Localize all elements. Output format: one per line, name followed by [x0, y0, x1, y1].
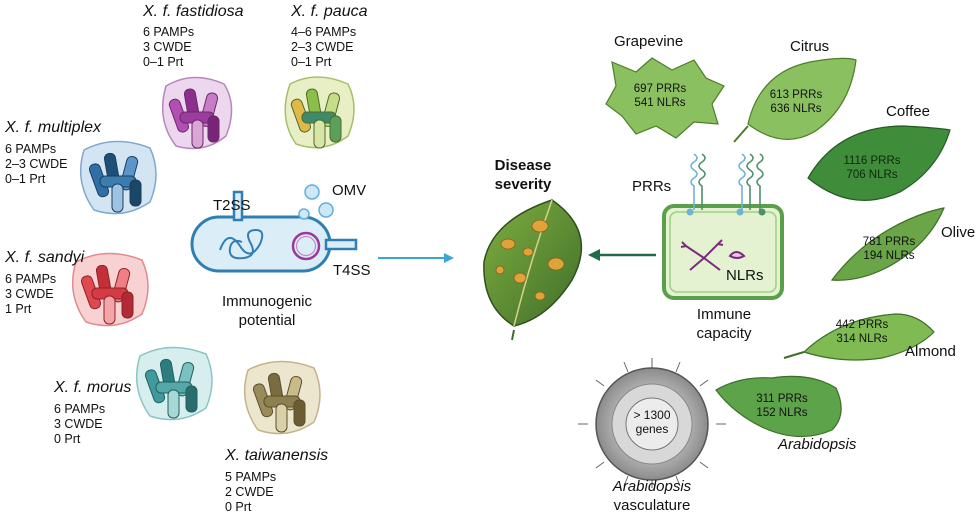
host-name-almond: Almond — [905, 343, 956, 360]
strain-pamps: 6 PAMPs — [143, 25, 195, 39]
host-nlrs: 314 NLRs — [836, 333, 888, 345]
nlr-receptors — [680, 239, 746, 271]
host-name-citrus: Citrus — [790, 38, 830, 55]
strain-cwde: 3 CWDE — [143, 40, 192, 54]
host-name-grapevine: Grapevine — [614, 33, 684, 50]
omv-vesicles — [298, 184, 334, 220]
cluster-multiplex — [79, 140, 157, 215]
t4ss-label: T4SS — [333, 262, 371, 279]
host-prrs: 311 PRRs — [756, 393, 808, 405]
t2ss-label: T2SS — [213, 197, 251, 214]
host-prrs: 442 PRRs — [835, 319, 889, 331]
omv-label: OMV — [332, 182, 367, 199]
strain-name: X. f. morus — [54, 379, 132, 396]
bacterium — [190, 190, 358, 273]
immune-caption-1: Immune — [696, 306, 752, 323]
host-nlrs: 541 NLRs — [634, 97, 686, 109]
leaf-citrus — [733, 57, 857, 143]
strain-name: X. taiwanensis — [225, 447, 329, 464]
prr-receptors — [686, 153, 766, 216]
plant-cell — [662, 204, 784, 300]
strain-pamps: 6 PAMPs — [5, 272, 57, 286]
strain-prt: 0 Prt — [54, 432, 81, 446]
strain-cwde: 3 CWDE — [54, 417, 103, 431]
strain-pamps: 5 PAMPs — [225, 470, 277, 484]
host-nlrs: 194 NLRs — [863, 250, 915, 262]
strain-prt: 0 Prt — [225, 500, 252, 514]
immunogenic-caption-1: Immunogenic — [221, 293, 313, 310]
strain-cwde: 2 CWDE — [225, 485, 274, 499]
strain-name: X. f. sandyi — [5, 249, 85, 266]
strain-name: X. f. fastidiosa — [143, 3, 244, 20]
host-name-coffee: Coffee — [886, 103, 930, 120]
genes-label: genes — [635, 422, 669, 436]
strain-name: X. f. pauca — [291, 3, 368, 20]
host-prrs: 781 PRRs — [862, 236, 916, 248]
arrow-from-cell — [588, 249, 656, 261]
vasculature-caption-2: vasculature — [613, 497, 691, 514]
leaf-olive — [830, 207, 945, 281]
prrs-label: PRRs — [632, 178, 672, 195]
disease-title-2: severity — [494, 176, 552, 193]
host-nlrs: 152 NLRs — [756, 407, 808, 419]
immune-caption-2: capacity — [696, 325, 752, 342]
strain-cwde: 2–3 CWDE — [5, 157, 68, 171]
host-nlrs: 636 NLRs — [770, 103, 822, 115]
host-name-olive: Olive — [941, 224, 976, 241]
strain-prt: 0–1 Prt — [143, 55, 184, 69]
strain-prt: 1 Prt — [5, 302, 32, 316]
immunogenic-caption-2: potential — [238, 312, 296, 329]
strain-pamps: 6 PAMPs — [54, 402, 106, 416]
leaf-grapevine — [605, 57, 725, 139]
host-prrs: 697 PRRs — [633, 83, 687, 95]
strain-cwde: 3 CWDE — [5, 287, 54, 301]
cluster-fastidiosa — [161, 76, 233, 150]
host-name-arabidopsis: Arabidopsis — [778, 436, 857, 453]
vasculature-caption-1: Arabidopsis — [612, 478, 692, 495]
leaf-coffee — [807, 125, 951, 201]
strain-prt: 0–1 Prt — [291, 55, 332, 69]
disease-title-1: Disease — [494, 157, 552, 174]
strain-pamps: 6 PAMPs — [5, 142, 57, 156]
host-nlrs: 706 NLRs — [846, 169, 898, 181]
leaf-arabidopsis — [715, 375, 842, 438]
arabidopsis-vasculature — [578, 358, 726, 488]
cluster-taiwanensis — [243, 360, 321, 435]
strain-prt: 0–1 Prt — [5, 172, 46, 186]
genes-count: > 1300 — [633, 408, 671, 422]
cluster-sandyi — [71, 252, 149, 327]
cluster-pauca — [284, 76, 355, 149]
cluster-morus — [135, 346, 213, 421]
strain-pamps: 4–6 PAMPs — [291, 25, 357, 39]
leaf-almond — [783, 313, 935, 361]
arrow-to-disease — [378, 253, 454, 263]
host-prrs: 613 PRRs — [769, 89, 823, 101]
disease-leaf — [483, 199, 583, 341]
strain-cwde: 2–3 CWDE — [291, 40, 354, 54]
host-prrs: 1116 PRRs — [843, 155, 901, 167]
strain-name: X. f. multiplex — [5, 119, 102, 136]
nlrs-label: NLRs — [726, 267, 764, 284]
